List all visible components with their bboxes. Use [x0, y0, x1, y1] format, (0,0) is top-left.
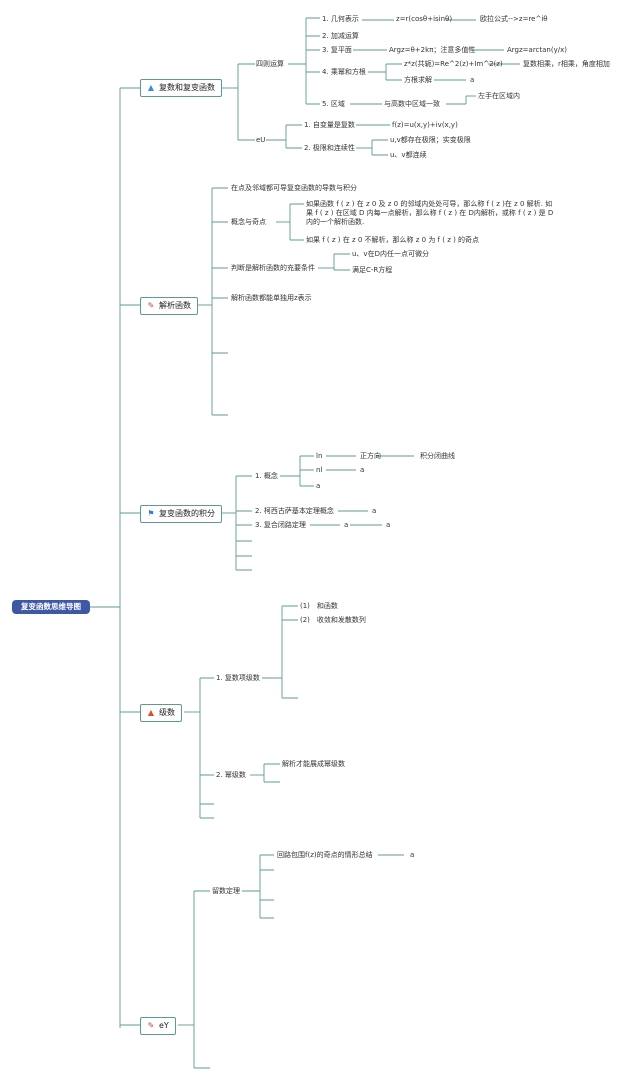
node-nl-a[interactable]: a — [360, 466, 365, 474]
node-concept-singularity[interactable]: 概念与奇点 — [231, 218, 266, 226]
node-arctan[interactable]: Argz=arctan(y/x) — [507, 46, 567, 54]
node-derivative-integral[interactable]: 在点及邻域都可导复变函数的导数与积分 — [231, 184, 357, 192]
node-differentiable[interactable]: u、v在D内任一点可微分 — [352, 250, 429, 258]
branch-label: 复变函数的积分 — [159, 509, 215, 518]
node-power-root[interactable]: 4. 乘幂和方根 — [322, 68, 366, 76]
branch-series[interactable]: ▲ 级数 — [140, 704, 182, 722]
node-limit-1[interactable]: u,v都存在极限；实变极限 — [390, 136, 471, 144]
node-cauchy-a[interactable]: a — [372, 507, 377, 515]
node-compound-a2[interactable]: a — [386, 521, 391, 529]
node-residue-theorem[interactable]: 留数定理 — [212, 887, 240, 895]
node-conjugate[interactable]: z*z(共轭)=Re^2(z)+Im^2(z) — [404, 60, 503, 68]
node-compound-closed-path[interactable]: 3. 复合闭路定理 — [255, 521, 306, 529]
branch-label: 复数和复变函数 — [159, 83, 215, 92]
branch-label: eY — [159, 1021, 169, 1030]
node-a[interactable]: a — [316, 482, 321, 490]
wand-icon: ✎ — [147, 1021, 155, 1030]
node-closed-curve[interactable]: 积分闭曲线 — [420, 452, 455, 460]
node-cauchy-goursat[interactable]: 2. 柯西古萨基本定理概念 — [255, 507, 334, 515]
node-ln[interactable]: ln — [316, 452, 323, 460]
node-root-a[interactable]: a — [470, 76, 475, 84]
node-complex-plane[interactable]: 3. 复平面 — [322, 46, 352, 54]
node-positive-direction[interactable]: 正方向 — [360, 452, 381, 460]
node-euler[interactable]: 欧拉公式-->z=re^iθ — [480, 15, 548, 23]
root-node[interactable]: 复变函数思维导图 — [12, 600, 90, 614]
node-geometric[interactable]: 1. 几何表示 — [322, 15, 359, 23]
node-multiply-note[interactable]: 复数相乘，r相乘，角度相加 — [523, 60, 610, 68]
branch-complex-integral[interactable]: ⚑ 复变函数的积分 — [140, 505, 222, 523]
flame-red-icon: ▲ — [147, 708, 155, 717]
node-integral-concept[interactable]: 1. 概念 — [255, 472, 278, 480]
node-region[interactable]: 5. 区域 — [322, 100, 345, 108]
node-f-formula[interactable]: f(z)=u(x,y)+iv(x,y) — [392, 121, 458, 129]
node-sum-function[interactable]: (1) 和函数 — [300, 602, 338, 610]
branch-label: 解析函数 — [159, 301, 191, 310]
node-root-solve[interactable]: 方根求解 — [404, 76, 432, 84]
node-residue-summary[interactable]: 回路包围f(z)的奇点的情形总结 — [277, 851, 373, 859]
node-limit-2[interactable]: u、v都连续 — [390, 151, 427, 159]
node-limit-continuity[interactable]: 2. 极限和连续性 — [304, 144, 355, 152]
node-singularity-definition[interactable]: 如果 f ( z ) 在 z 0 不解析，那么称 z 0 为 f ( z ) 的… — [306, 236, 480, 244]
flame-blue-icon: ▲ — [147, 83, 155, 92]
node-complex-variable[interactable]: 1. 自变量是复数 — [304, 121, 355, 129]
node-power-series[interactable]: 2. 幂级数 — [216, 771, 246, 779]
node-cr-equation[interactable]: 满足C-R方程 — [352, 266, 393, 274]
node-complex-series[interactable]: 1. 复数项级数 — [216, 674, 260, 682]
node-residue-a[interactable]: a — [410, 851, 415, 859]
flag-icon: ⚑ — [147, 509, 155, 518]
branch-ey[interactable]: ✎ eY — [140, 1017, 176, 1035]
wand-icon: ✎ — [147, 301, 155, 310]
branch-complex-numbers[interactable]: ▲ 复数和复变函数 — [140, 79, 222, 97]
node-analytic-definition[interactable]: 如果函数 f ( z ) 在 z 0 及 z 0 的邻域内处处可导，那么称 f … — [306, 200, 554, 226]
node-four-operations[interactable]: 四则运算 — [256, 60, 284, 68]
node-power-series-note[interactable]: 解析才能展成幂级数 — [282, 760, 345, 768]
branch-analytic-functions[interactable]: ✎ 解析函数 — [140, 297, 198, 315]
node-analytic-z[interactable]: 解析函数都能单独用z表示 — [231, 294, 312, 302]
node-addsub[interactable]: 2. 加减运算 — [322, 32, 359, 40]
node-compound-a1[interactable]: a — [344, 521, 349, 529]
node-necessary-sufficient[interactable]: 判断是解析函数的充要条件 — [231, 264, 315, 272]
node-geometric-formula[interactable]: z=r(cosθ+isinθ) — [396, 15, 453, 23]
node-nl[interactable]: nl — [316, 466, 323, 474]
node-eu[interactable]: eU — [256, 136, 266, 144]
node-region-note2[interactable]: 左手在区域内 — [478, 92, 520, 100]
branch-label: 级数 — [159, 708, 175, 717]
node-convergence[interactable]: (2) 收敛和发散数列 — [300, 616, 366, 624]
node-region-note[interactable]: 与高数中区域一致 — [384, 100, 440, 108]
node-arg[interactable]: Argz=θ+2kπ；注意多值性 — [389, 46, 476, 54]
